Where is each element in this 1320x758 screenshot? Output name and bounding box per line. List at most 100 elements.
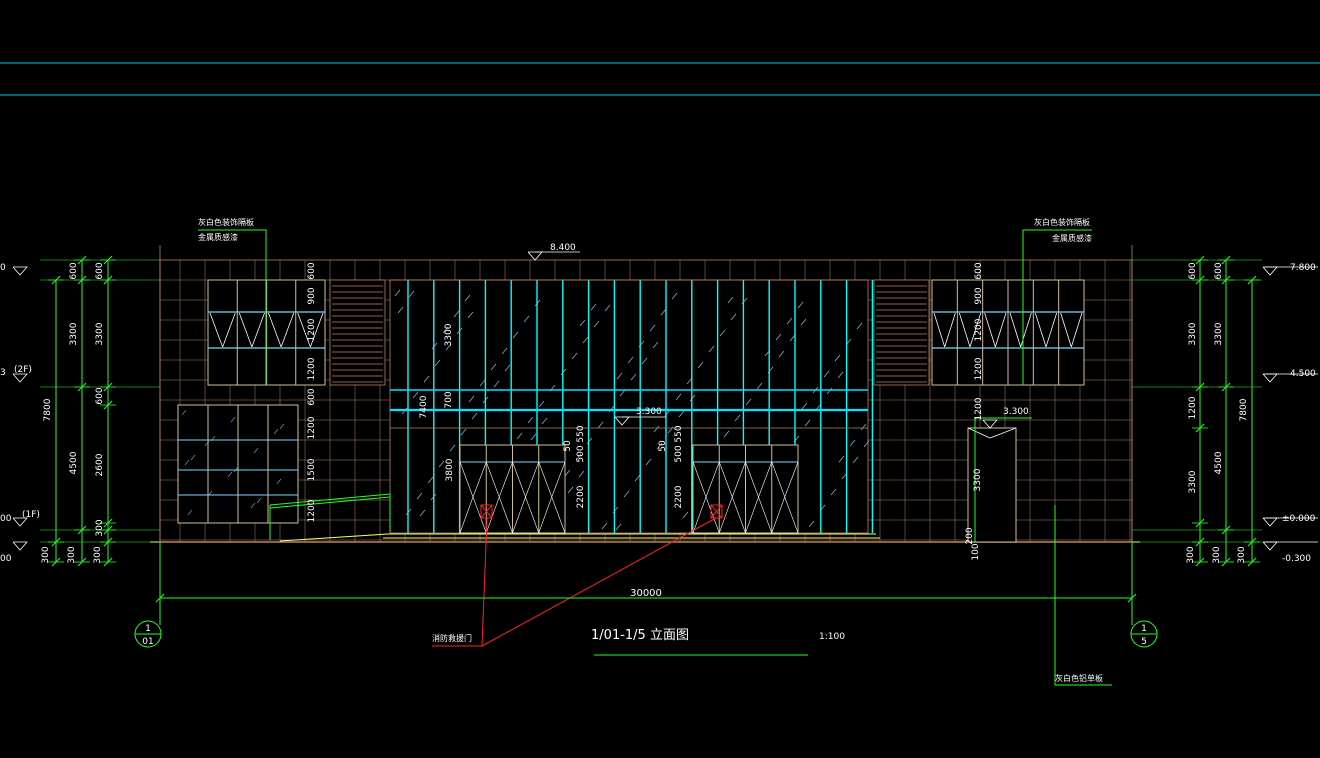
wdl-7: 1500 [307,458,317,481]
dim-right-outer-2: 300 [1237,546,1247,563]
wdl-1: 600 [307,262,317,279]
note-top-left-2: 金属质感漆 [198,232,238,242]
elev-right-ground: ±0.000 [1282,514,1316,524]
dim-left-mid-4: 300 [67,546,77,563]
axis-right-num: 1 [1141,624,1147,634]
wdl-3: 1200 [307,318,317,341]
dim-left-mid-2: 3300 [69,322,79,345]
elev-right-mid: 4.500 [1290,369,1316,379]
overall-dimension-text: 30000 [630,588,662,599]
axis-marker-right: 1 5 [1130,620,1158,648]
right-dimension-texts: 600 3300 1200 3300 300 600 3300 4500 300… [1186,262,1249,563]
wdl-6: 1200 [307,416,317,439]
louver-right [873,279,930,386]
wdr-1: 600 [974,262,984,279]
wdr-2: 900 [974,287,984,304]
note-top-right-1: 灰白色装饰隔板 [1034,217,1090,227]
elev-mid-center: 3.300 [636,407,662,417]
drawing-title: 1/01-1/5 立面图 [591,628,689,643]
elev-left-ground: 00 [0,514,12,524]
dim-left-in-4: 2600 [95,453,105,476]
ramp-railing [269,493,391,540]
wdl-5: 600 [307,388,317,405]
wdr-3: 1200 [974,318,984,341]
ddr-2: 500 [674,445,684,462]
window-dims-right: 600 900 1200 1200 1200 [974,262,984,420]
elev-left-base: 00 [0,554,12,564]
elev-right-top: 7.800 [1290,263,1316,273]
ddl-2: 500 [576,445,586,462]
dim-left-in-1: 600 [95,262,105,279]
wdr-5: 1200 [974,397,984,420]
wdl-4: 1200 [307,357,317,380]
entrance-door-left [459,444,566,534]
dim-left-in-5: 300 [95,519,105,536]
cnd-1: 3300 [973,468,983,491]
cd-1: 3300 [444,323,454,346]
dim-left-mid-1: 600 [69,262,79,279]
cnd-2: 200 [965,527,975,544]
dim-right-mid-1: 600 [1214,262,1224,279]
axis-marker-left: 1 01 [134,620,162,648]
dim-right-mid-2: 3300 [1214,322,1224,345]
note-right-panel: 灰白色铝单板 [1055,673,1103,683]
drawing-scale: 1:100 [819,632,845,642]
guide-lines [0,62,1320,96]
dim-right-outer-1: 7800 [1239,398,1249,421]
dim-right-in-2: 3300 [1188,322,1198,345]
entrance-door-right [692,444,799,534]
note-top-left-1: 灰白色装饰隔板 [198,217,254,227]
cd-2: 700 [444,391,454,408]
note-fire-door: 消防救援门 [432,633,472,643]
dim-right-in-4: 3300 [1188,470,1198,493]
ddl-4: 2200 [576,485,586,508]
window-upper-right [931,279,1085,386]
curtain-dims: 3300 700 7400 3800 [419,323,455,481]
wdr-4: 1200 [974,357,984,380]
left-dimension-texts: 7800 300 600 3300 4500 300 600 3300 600 … [41,262,105,563]
elev-left-top: 0 [0,263,6,273]
ddl-3: 550 [576,425,586,442]
door-dims: 50 500 550 2200 50 500 550 2200 [563,425,684,508]
cd-4: 3800 [445,458,455,481]
window-lower-left [177,404,299,524]
fire-door-markers [432,504,723,647]
canopy-dims: 3300 200 100 [965,468,983,560]
dim-left-outer-1: 7800 [43,398,53,421]
floor-label-1f: (1F) [22,510,40,520]
elev-left-mid: 3 [0,368,6,378]
elev-roof-center: 8.400 [550,243,576,253]
dimension-lines [40,255,1262,567]
elev-canopy-right: 3.300 [1003,407,1029,417]
floor-label-2f: (2F) [14,365,32,375]
elevation-markers [12,251,1318,551]
window-dims-left: 600 900 1200 1200 600 1200 1500 1200 [307,262,317,522]
dim-right-in-3: 1200 [1188,396,1198,419]
curtain-mullions [390,279,874,533]
wdl-2: 900 [307,287,317,304]
cnd-3: 100 [971,543,981,560]
leader-lines [198,229,1112,686]
cd-3: 7400 [419,395,429,418]
dim-left-mid-3: 4500 [69,451,79,474]
entrance-steps [279,533,880,542]
overall-dimension-line [155,542,1137,625]
dim-right-in-1: 600 [1188,262,1198,279]
ddr-1: 50 [658,440,668,452]
axis-left-num: 1 [145,624,151,634]
dim-left-in-2: 3300 [95,322,105,345]
axis-right-sub: 5 [1141,637,1147,647]
ddr-4: 2200 [674,485,684,508]
dim-right-mid-3: 4500 [1214,451,1224,474]
ddl-1: 50 [563,440,573,452]
dim-right-mid-4: 300 [1212,546,1222,563]
dim-right-in-5: 300 [1186,546,1196,563]
ddr-3: 550 [674,425,684,442]
elev-right-base: -0.300 [1282,554,1311,564]
side-door-right [967,427,1017,543]
note-top-right-2: 金属质感漆 [1052,233,1092,243]
dim-left-outer-2: 300 [41,546,51,563]
dim-left-in-6: 300 [93,546,103,563]
wdl-8: 1200 [307,499,317,522]
